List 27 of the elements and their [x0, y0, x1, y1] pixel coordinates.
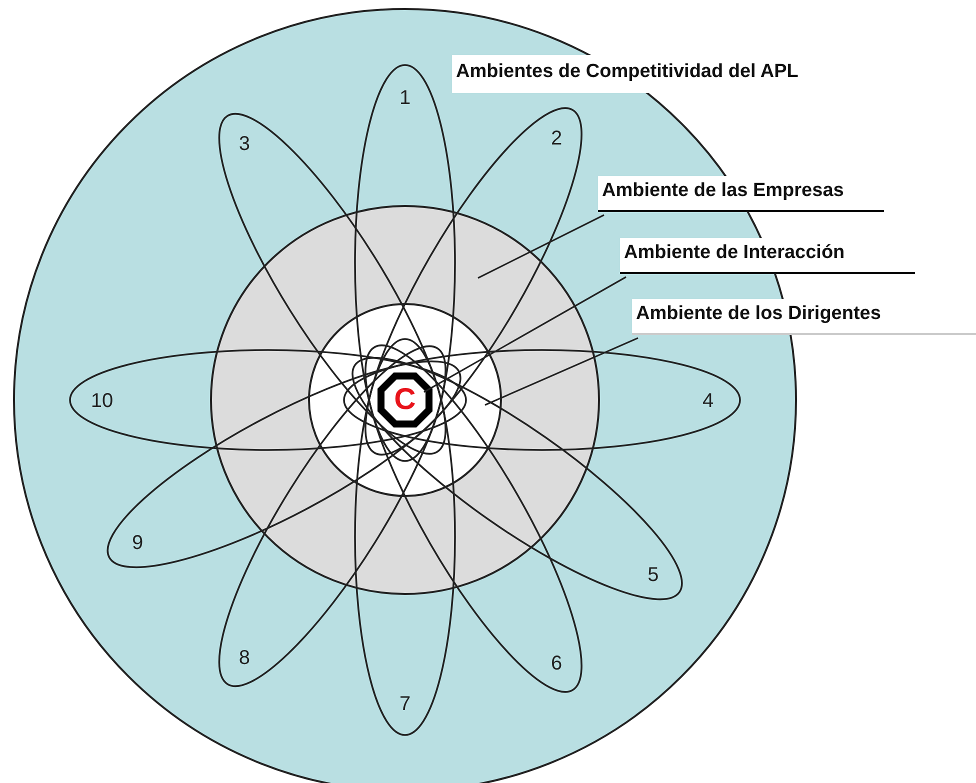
- petal-loop: [343, 349, 741, 451]
- petal-loop: [218, 345, 446, 688]
- callout-text: Ambiente de las Empresas: [598, 176, 884, 212]
- petal-number: 2: [550, 128, 562, 150]
- leader-line: [484, 337, 638, 406]
- center-octagon: [375, 370, 435, 430]
- petal-number: 10: [90, 390, 114, 412]
- petal-loop: [364, 107, 582, 456]
- petal-number: 9: [132, 532, 144, 554]
- petal-loop: [352, 357, 683, 600]
- petal-number: 7: [399, 693, 411, 715]
- leader-line: [424, 276, 626, 393]
- petal-loop: [354, 338, 456, 736]
- petal-number: 1: [399, 87, 411, 109]
- petal-number: 3: [238, 133, 250, 155]
- petal-number: 4: [702, 390, 714, 412]
- petal-loop: [69, 349, 467, 451]
- leader-line: [478, 214, 604, 279]
- petal-number: 8: [238, 647, 250, 669]
- center-letter: C: [394, 385, 416, 415]
- petal-loop: [354, 64, 456, 462]
- petal-number: 5: [648, 564, 659, 586]
- callout-text: Ambiente de los Dirigentes: [632, 299, 976, 335]
- callout-text: Ambiente de Interacción: [620, 238, 915, 274]
- petal-loop: [218, 112, 446, 455]
- petal-number: 6: [550, 652, 562, 674]
- petal-loop: [364, 344, 582, 693]
